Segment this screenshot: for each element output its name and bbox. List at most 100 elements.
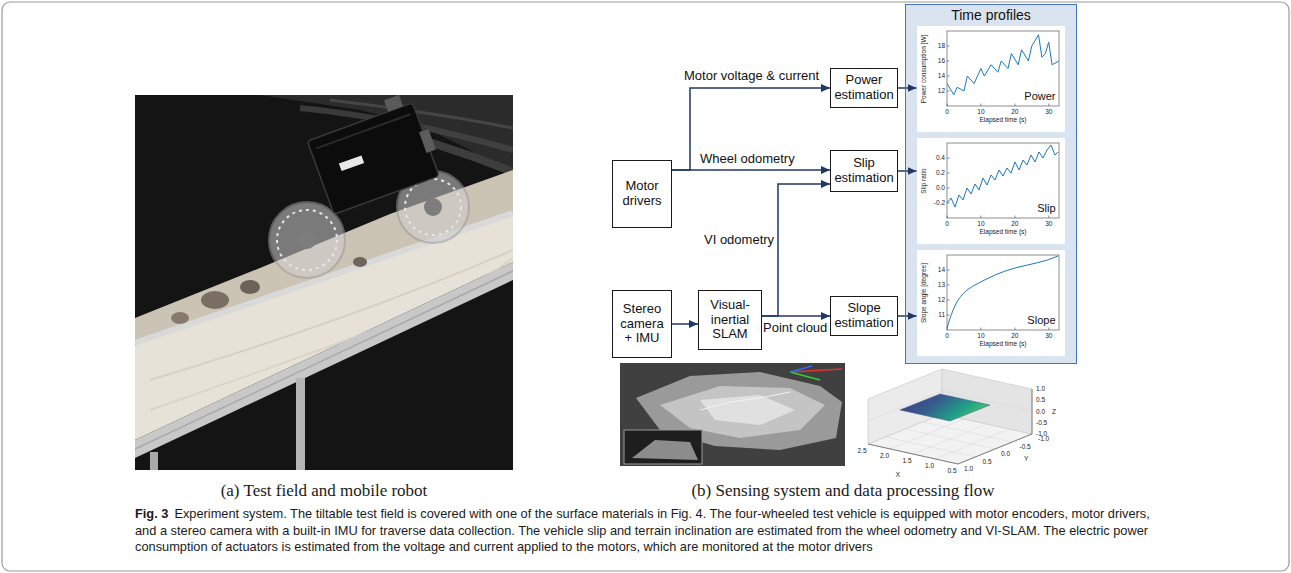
tick-label: 0.5 bbox=[1036, 397, 1045, 404]
tick-label: 16 bbox=[938, 57, 945, 64]
flow-arrow bbox=[898, 315, 917, 317]
time-profile-charts bbox=[917, 138, 1065, 244]
tick-label: 2.0 bbox=[880, 452, 889, 459]
time-profile-charts bbox=[917, 26, 1065, 132]
edge-label: Motor voltage & current bbox=[684, 68, 819, 83]
axis-title-holder: Elapsed time (s) bbox=[980, 228, 1027, 235]
time-profile-charts bbox=[947, 145, 1058, 207]
subfigure-caption: (a) Test field and mobile robot bbox=[221, 481, 428, 500]
tick-label-holder: 2.0 bbox=[880, 452, 889, 459]
tick-label-holder: 16 bbox=[938, 57, 945, 64]
chart-plot: Power bbox=[917, 26, 1065, 132]
node-text: Motor drivers bbox=[615, 179, 669, 209]
chart-plot: Slope bbox=[917, 250, 1065, 356]
time-profile-charts bbox=[947, 255, 1059, 330]
tick-label-holder: 1.0 bbox=[964, 465, 973, 472]
process-box: Power estimation bbox=[830, 68, 898, 108]
flow-arrow bbox=[898, 170, 917, 172]
tick-label-holder: 20 bbox=[1011, 220, 1018, 227]
flow-arrow bbox=[672, 323, 698, 325]
tick-label-holder: -1.0 bbox=[1038, 435, 1049, 442]
tick-label-holder: 30 bbox=[1045, 332, 1052, 339]
test-field-photo bbox=[201, 291, 229, 309]
tick-label-holder: -1.0 bbox=[1036, 430, 1047, 437]
tick-label: -0.5 bbox=[1020, 443, 1031, 450]
axis-title-holder: Slip ratio bbox=[920, 168, 927, 193]
test-field-photo bbox=[171, 312, 189, 324]
plane-fit-plot bbox=[905, 429, 995, 449]
axis-title: Slope angle [degree] bbox=[920, 263, 927, 323]
time-profile-charts bbox=[905, 4, 1077, 364]
flow-arrow bbox=[672, 169, 830, 171]
test-field-photo bbox=[303, 95, 445, 214]
plane-fit-plot bbox=[958, 434, 1032, 464]
axis-title: Elapsed time (s) bbox=[980, 116, 1027, 123]
edge-label-holder: VI odometry bbox=[704, 232, 774, 247]
connector-group bbox=[672, 88, 917, 324]
node-text: Power estimation bbox=[833, 73, 895, 103]
edge-label-holder: Motor voltage & current bbox=[684, 68, 819, 83]
node-text: Stereo camera + IMU bbox=[615, 302, 669, 347]
tick-label: 10 bbox=[977, 108, 984, 115]
tick-label: 14 bbox=[938, 72, 945, 79]
test-field-photo bbox=[269, 202, 345, 278]
tick-label-holder: -0.2 bbox=[934, 199, 945, 206]
plane-fit-plot bbox=[868, 369, 1032, 464]
plane-fit-plot bbox=[923, 422, 1013, 442]
tick-label-holder: 0.5 bbox=[947, 467, 956, 474]
process-box: Stereo camera + IMU bbox=[612, 290, 672, 358]
tick-label-holder: 1.0 bbox=[1036, 385, 1045, 392]
tick-label: 0.5 bbox=[983, 458, 992, 465]
tick-label: 12 bbox=[938, 296, 945, 303]
tick-label: 0.0 bbox=[1001, 450, 1010, 457]
test-field-photo bbox=[339, 155, 364, 171]
subfigure-caption: (b) Sensing system and data processing f… bbox=[691, 481, 994, 500]
tick-label-holder: 12 bbox=[938, 87, 945, 94]
time-profile-charts bbox=[917, 138, 1065, 244]
point-cloud-screenshot bbox=[790, 366, 812, 372]
tick-label-holder: 20 bbox=[1011, 108, 1018, 115]
point-cloud-screenshot bbox=[620, 363, 845, 466]
point-cloud-screenshot bbox=[632, 440, 698, 460]
test-field-photo bbox=[135, 95, 513, 470]
tick-label: 0 bbox=[945, 220, 949, 227]
axis-title: X bbox=[896, 471, 900, 478]
axis-title: Z bbox=[1052, 408, 1056, 415]
tick-label-holder: 0 bbox=[945, 108, 949, 115]
tick-label-holder: 30 bbox=[1045, 108, 1052, 115]
point-cloud-screenshot bbox=[790, 372, 820, 380]
tick-label-holder: 14 bbox=[938, 72, 945, 79]
test-field-photo bbox=[298, 231, 316, 249]
tick-label: 0 bbox=[945, 108, 949, 115]
plane-fit-plot bbox=[900, 394, 990, 421]
tick-label-holder: 10 bbox=[977, 220, 984, 227]
edge-label-holder: Wheel odometry bbox=[700, 151, 795, 166]
node-text: Slip estimation bbox=[833, 156, 895, 186]
edge-label: Point cloud bbox=[763, 320, 827, 335]
axis-title: Elapsed time (s) bbox=[980, 340, 1027, 347]
test-field-photo bbox=[384, 95, 403, 112]
profile-panel: Time profilesPowerSlipSlope bbox=[905, 4, 1077, 364]
tick-label: 0.4 bbox=[936, 154, 945, 161]
tick-label-holder: -0.5 bbox=[1036, 419, 1047, 426]
time-profile-charts bbox=[917, 250, 1065, 356]
axis-title-holder: X bbox=[896, 471, 900, 478]
node-text: Slip bbox=[1037, 202, 1055, 215]
axis-title-holder: Elapsed time (s) bbox=[980, 116, 1027, 123]
node-text: Visual-inertial SLAM bbox=[701, 298, 759, 343]
tick-label-holder: 0.5 bbox=[983, 458, 992, 465]
time-profile-charts bbox=[947, 256, 1058, 328]
edge-label: Wheel odometry bbox=[700, 151, 795, 166]
tick-label: 2.5 bbox=[857, 447, 866, 454]
flow-arrow bbox=[898, 87, 917, 89]
process-box: Motor drivers bbox=[612, 160, 672, 228]
plane-fit-plot bbox=[1032, 389, 1033, 434]
time-profile-charts bbox=[917, 26, 1065, 132]
node-text: Power bbox=[1024, 90, 1055, 103]
axis-title-holder: Y bbox=[1024, 455, 1028, 462]
test-field-photo bbox=[150, 452, 158, 470]
tick-label-holder: 1.0 bbox=[925, 462, 934, 469]
tick-label: -0.2 bbox=[934, 199, 945, 206]
